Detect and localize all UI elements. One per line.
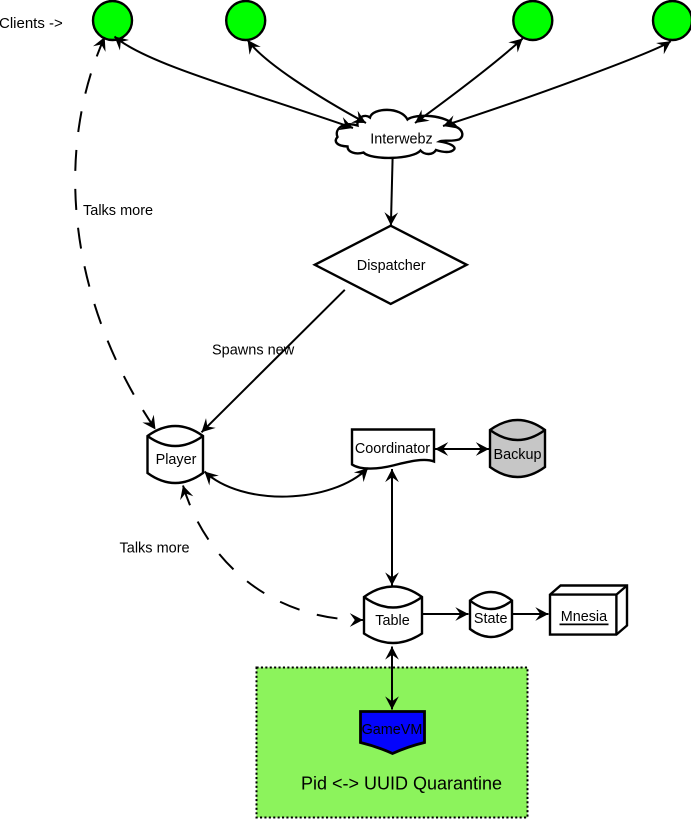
svg-text:Talks more: Talks more	[83, 203, 153, 219]
svg-text:Interwebz: Interwebz	[370, 132, 432, 148]
svg-text:Dispatcher: Dispatcher	[357, 258, 426, 274]
svg-text:Player: Player	[156, 452, 197, 468]
svg-text:Table: Table	[375, 613, 409, 629]
svg-text:GameVM: GameVM	[362, 722, 423, 738]
svg-text:Backup: Backup	[494, 447, 542, 463]
svg-text:Spawns new: Spawns new	[212, 343, 295, 359]
svg-text:State: State	[474, 611, 508, 627]
svg-text:Talks more: Talks more	[120, 541, 190, 557]
svg-text:Clients ->: Clients ->	[0, 15, 63, 32]
svg-text:Coordinator: Coordinator	[355, 441, 430, 457]
svg-text:Mnesia: Mnesia	[561, 609, 607, 625]
svg-text:Pid <-> UUID Quarantine: Pid <-> UUID Quarantine	[301, 774, 502, 794]
